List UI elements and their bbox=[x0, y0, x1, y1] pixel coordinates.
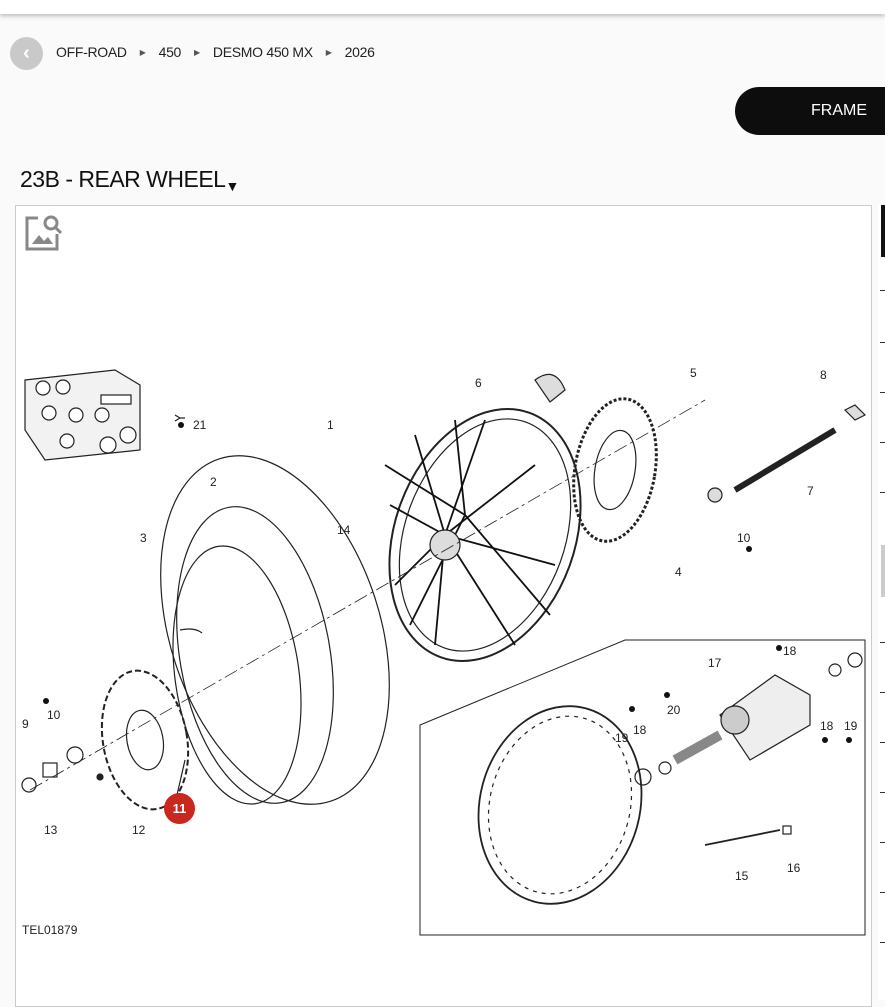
image-zoom-icon[interactable] bbox=[24, 212, 64, 257]
callout-5[interactable]: 5 bbox=[690, 366, 697, 380]
callout-17[interactable]: 17 bbox=[708, 656, 722, 670]
callout-3[interactable]: 3 bbox=[140, 531, 147, 545]
callout-6[interactable]: 6 bbox=[475, 376, 482, 390]
frame-button[interactable]: FRAME bbox=[735, 87, 885, 135]
callout-18[interactable]: 18 bbox=[633, 723, 647, 737]
row-divider bbox=[880, 792, 885, 793]
row-divider bbox=[880, 642, 885, 643]
row-divider bbox=[880, 892, 885, 893]
chevron-right-icon: ▶ bbox=[194, 47, 200, 57]
diagram-code: TEL01879 bbox=[22, 923, 78, 937]
parts-list-panel-edge[interactable] bbox=[878, 205, 885, 1000]
callout-labels: 1 2 3 4 5 6 7 8 9 10 10 12 13 14 15 16 1… bbox=[22, 366, 858, 937]
selected-row-marker bbox=[881, 205, 885, 257]
callout-8[interactable]: 8 bbox=[820, 368, 827, 382]
row-divider bbox=[880, 942, 885, 943]
callout-18[interactable]: 18 bbox=[783, 644, 797, 658]
row-divider bbox=[880, 290, 885, 291]
callout-21[interactable]: 21 bbox=[193, 418, 207, 432]
callout-19[interactable]: 19 bbox=[844, 719, 858, 733]
callout-16[interactable]: 16 bbox=[787, 861, 801, 875]
callout-14[interactable]: 14 bbox=[337, 523, 351, 537]
top-bar bbox=[0, 0, 885, 14]
callout-15[interactable]: 15 bbox=[735, 869, 749, 883]
row-marker bbox=[881, 545, 885, 597]
breadcrumb-item[interactable]: OFF-ROAD bbox=[56, 44, 127, 60]
diagram-panel bbox=[15, 205, 872, 1007]
chevron-right-icon: ▶ bbox=[139, 47, 146, 57]
callout-10[interactable]: 10 bbox=[737, 531, 751, 545]
callout-13[interactable]: 13 bbox=[44, 823, 58, 837]
row-divider bbox=[880, 342, 885, 343]
callout-1[interactable]: 1 bbox=[327, 418, 334, 432]
row-divider bbox=[880, 742, 885, 743]
page-title: 23B - REAR WHEEL▼ bbox=[20, 166, 239, 194]
row-divider bbox=[880, 842, 885, 843]
breadcrumb-item[interactable]: DESMO 450 MX bbox=[212, 44, 313, 60]
highlighted-callout-11[interactable]: 11 bbox=[164, 793, 195, 824]
exploded-parts-diagram: 1 2 3 4 5 6 7 8 9 10 10 12 13 14 15 16 1… bbox=[21, 366, 867, 937]
callout-19[interactable]: 19 bbox=[615, 731, 629, 745]
breadcrumb: OFF-ROAD ▶ 450 ▶ DESMO 450 MX ▶ 2026 bbox=[56, 44, 375, 60]
callout-4[interactable]: 4 bbox=[675, 565, 682, 579]
chevron-left-icon: ‹ bbox=[23, 42, 30, 64]
chevron-down-icon[interactable]: ▼ bbox=[225, 178, 239, 194]
row-divider bbox=[880, 392, 885, 393]
back-button[interactable]: ‹ bbox=[10, 37, 43, 70]
row-divider bbox=[880, 692, 885, 693]
chevron-right-icon: ▶ bbox=[325, 47, 332, 57]
callout-9[interactable]: 9 bbox=[22, 717, 29, 731]
breadcrumb-item[interactable]: 2026 bbox=[344, 44, 375, 60]
callout-20[interactable]: 20 bbox=[667, 703, 681, 717]
page-title-text: 23B - REAR WHEEL bbox=[20, 166, 226, 192]
callout-10[interactable]: 10 bbox=[47, 708, 61, 722]
row-divider bbox=[880, 492, 885, 493]
callout-7[interactable]: 7 bbox=[807, 484, 814, 498]
callout-12[interactable]: 12 bbox=[132, 823, 146, 837]
callout-2[interactable]: 2 bbox=[210, 475, 217, 489]
row-divider bbox=[880, 442, 885, 443]
breadcrumb-item[interactable]: 450 bbox=[158, 44, 182, 60]
callout-18[interactable]: 18 bbox=[820, 719, 834, 733]
